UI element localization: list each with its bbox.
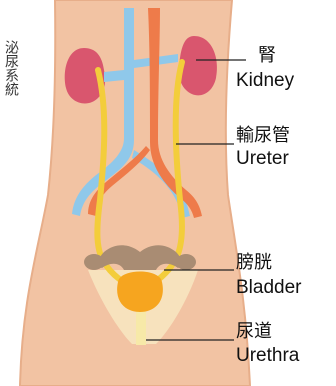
left-ovary (84, 254, 104, 270)
ureter-label-zh: 輸尿管 (236, 127, 290, 145)
kidney-label-en: Kidney (236, 71, 294, 90)
bladder (117, 272, 163, 313)
side-caption: 泌尿系統 (2, 40, 20, 96)
ureter-label-en: Ureter (236, 149, 289, 168)
urethra-label-zh: 尿道 (236, 323, 272, 341)
bladder-label-en: Bladder (236, 278, 302, 297)
bladder-label-zh: 膀胱 (236, 254, 272, 272)
urethra-label-en: Urethra (236, 346, 299, 365)
right-ovary (176, 254, 196, 270)
kidney-label-zh: 腎 (258, 47, 276, 65)
